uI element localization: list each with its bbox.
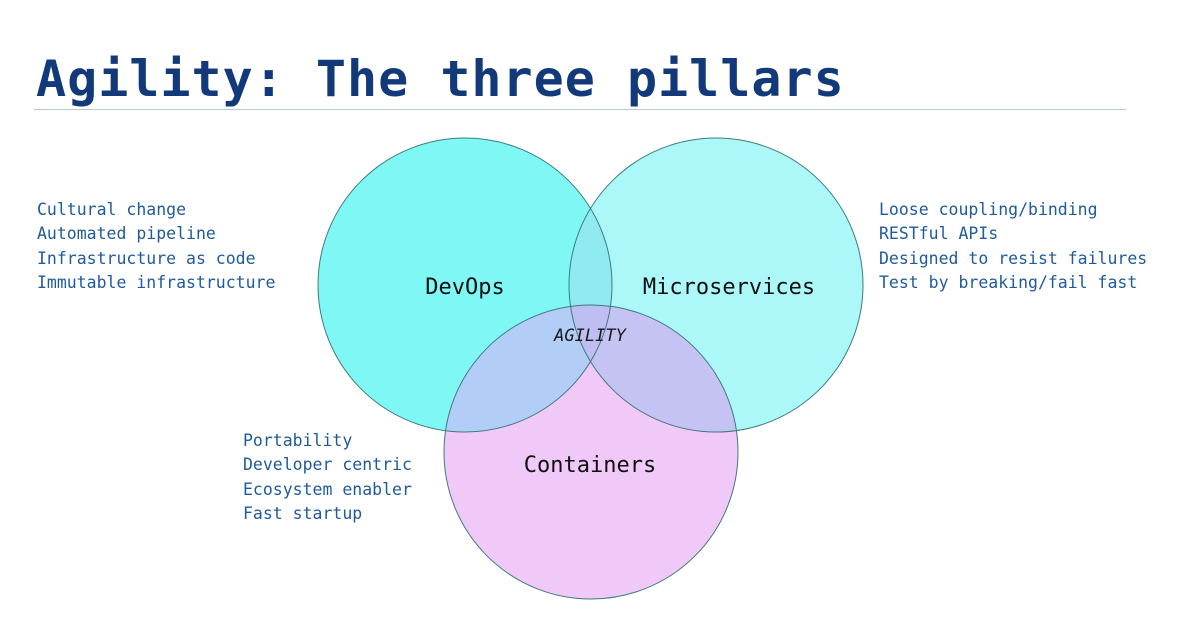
list-item: Infrastructure as code [37, 248, 256, 268]
list-item: Loose coupling/binding [879, 200, 1098, 219]
list-item: Developer centric [243, 455, 412, 475]
devops-label: DevOps [425, 275, 504, 300]
list-item: Ecosystem enabler [243, 479, 412, 499]
list-item: Automated pipeline [37, 224, 216, 244]
list-item: Immutable infrastructure [37, 273, 276, 293]
list-item: Portability [243, 431, 353, 450]
containers-label: Containers [524, 453, 656, 478]
microservices-traits-list: Loose coupling/binding RESTful APIs Desi… [879, 198, 1147, 296]
microservices-label: Microservices [643, 275, 815, 300]
list-item: RESTful APIs [879, 224, 999, 244]
devops-circle-outline [317, 137, 613, 433]
devops-containers-overlap [444, 305, 612, 432]
microservices-circle-outline [568, 137, 864, 433]
containers-circle-outline [443, 304, 739, 600]
containers-traits-list: Portability Developer centric Ecosystem … [243, 429, 412, 527]
title-divider [34, 109, 1126, 110]
microservices-containers-overlap [569, 305, 738, 432]
devops-traits-list: Cultural change Automated pipeline Infra… [37, 198, 275, 296]
slide-title: Agility: The three pillars [36, 50, 845, 108]
agility-label: AGILITY [553, 326, 627, 346]
list-item: Fast startup [243, 504, 363, 524]
list-item: Designed to resist failures [879, 248, 1148, 268]
list-item: Test by breaking/fail fast [879, 273, 1138, 293]
list-item: Cultural change [37, 200, 187, 219]
